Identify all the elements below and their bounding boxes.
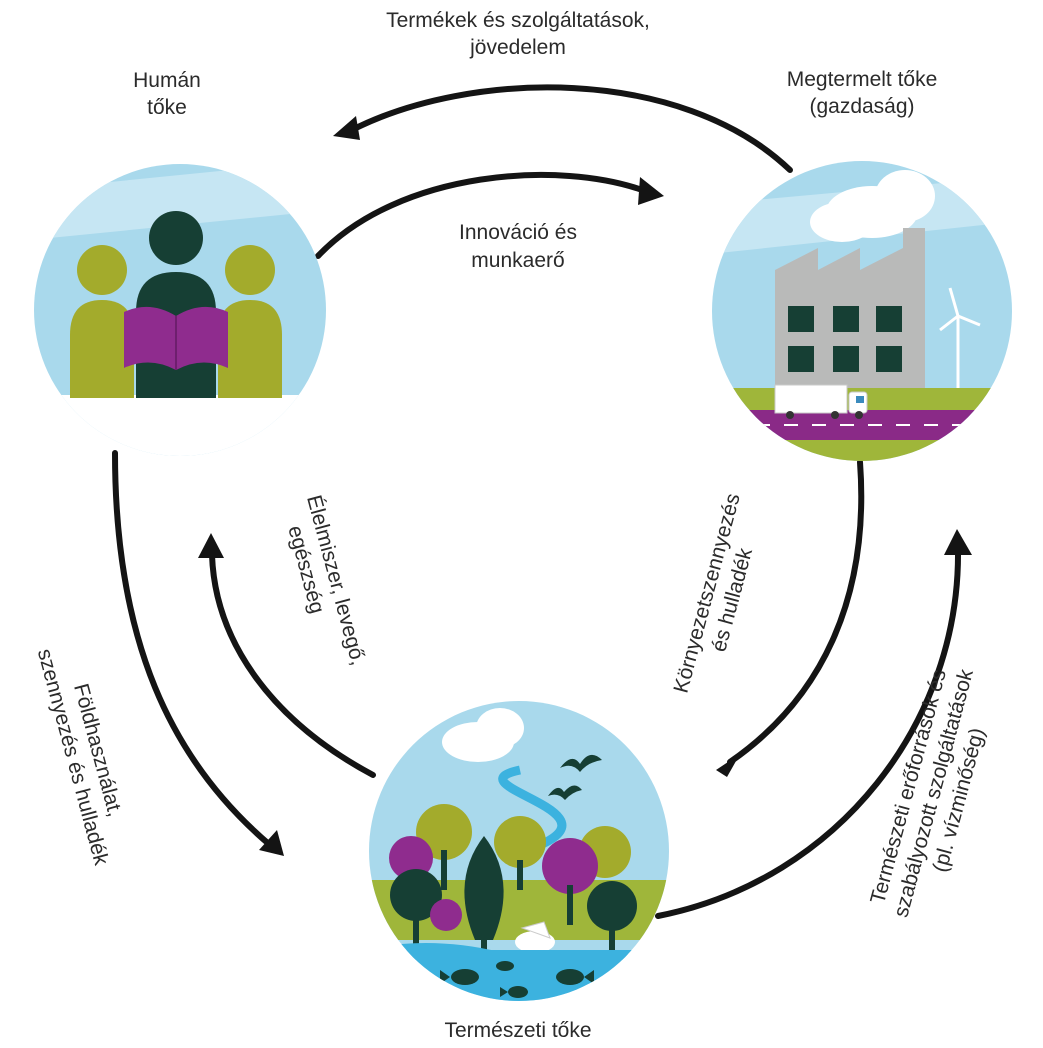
arrow-pollution-waste bbox=[727, 459, 865, 765]
truck-icon bbox=[774, 384, 868, 419]
arrowhead-down-left bbox=[259, 830, 284, 856]
human-capital-label-line2: tőke bbox=[147, 96, 187, 119]
node-labels: Humán tőke Megtermelt tőke (gazdaság) Te… bbox=[133, 68, 937, 1042]
produced-capital-illustration bbox=[712, 161, 1012, 461]
arrow-landuse-pollution bbox=[112, 450, 273, 848]
bird-icons bbox=[548, 754, 602, 800]
arrowhead-down-right bbox=[716, 754, 740, 777]
cloud-icon bbox=[442, 708, 524, 762]
arrow-food-air-health bbox=[209, 552, 376, 778]
arrow-natural-resources bbox=[655, 547, 962, 919]
arrowhead-left-top bbox=[333, 116, 360, 140]
fish-icons bbox=[440, 961, 594, 998]
arrowhead-up-left bbox=[198, 533, 224, 558]
flow-arrows bbox=[112, 84, 962, 919]
human-capital-label: Humán bbox=[133, 69, 201, 92]
flow-label-products: Termékek és szolgáltatások, bbox=[386, 9, 650, 32]
cloud-icon bbox=[810, 170, 935, 242]
produced-capital-label-line2: (gazdaság) bbox=[809, 95, 914, 118]
arrow-innovation-labour bbox=[315, 172, 648, 259]
natural-capital-illustration bbox=[369, 701, 669, 1001]
flow-label-innovation-line2: munkaerő bbox=[471, 249, 564, 272]
arrowhead-up-right bbox=[944, 529, 972, 555]
natural-capital-label: Természeti tőke bbox=[444, 1019, 591, 1042]
arrowhead-right-top bbox=[638, 177, 664, 205]
human-capital-illustration bbox=[34, 164, 326, 456]
wind-turbine-icon bbox=[939, 287, 981, 388]
flow-label-products-line2: jövedelem bbox=[469, 36, 566, 59]
produced-capital-label: Megtermelt tőke bbox=[787, 68, 938, 91]
arrow-products-income bbox=[349, 84, 793, 173]
arrow-heads bbox=[198, 116, 972, 856]
flow-label-innovation: Innováció és bbox=[459, 221, 577, 244]
